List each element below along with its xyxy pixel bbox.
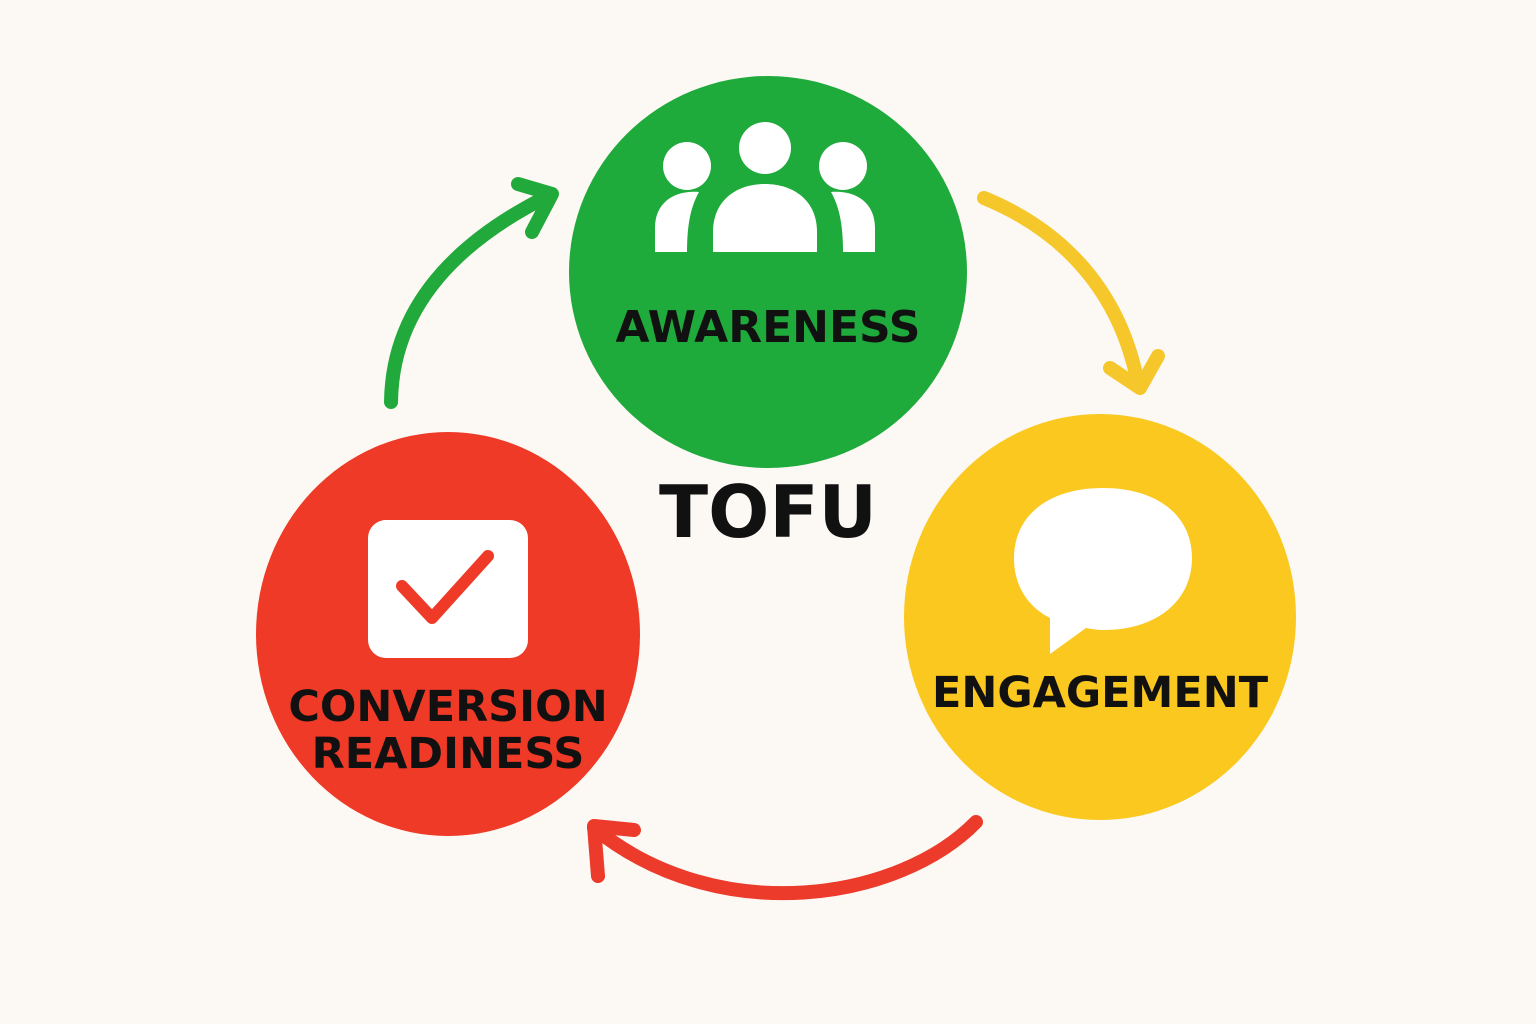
engagement-label: ENGAGEMENT	[931, 668, 1269, 718]
arrow-engagement-to-conversion	[587, 815, 983, 901]
conversion-readiness-node: CONVERSION READINESS	[256, 432, 640, 836]
conversion-label-line2: READINESS	[311, 729, 585, 780]
people-group-icon	[655, 122, 875, 252]
awareness-label: AWARENESS	[615, 302, 921, 353]
speech-bubble-icon	[1014, 488, 1192, 654]
arrow-conversion-to-awareness	[384, 177, 559, 409]
awareness-node: AWARENESS	[569, 76, 967, 468]
center-title: TOFU	[659, 470, 877, 554]
checkbox-checked-icon	[368, 520, 528, 658]
conversion-readiness-label: CONVERSION READINESS	[256, 682, 640, 780]
engagement-node: ENGAGEMENT	[904, 414, 1296, 820]
conversion-label-line1: CONVERSION	[288, 682, 608, 732]
arrow-awareness-to-engagement	[977, 191, 1165, 395]
